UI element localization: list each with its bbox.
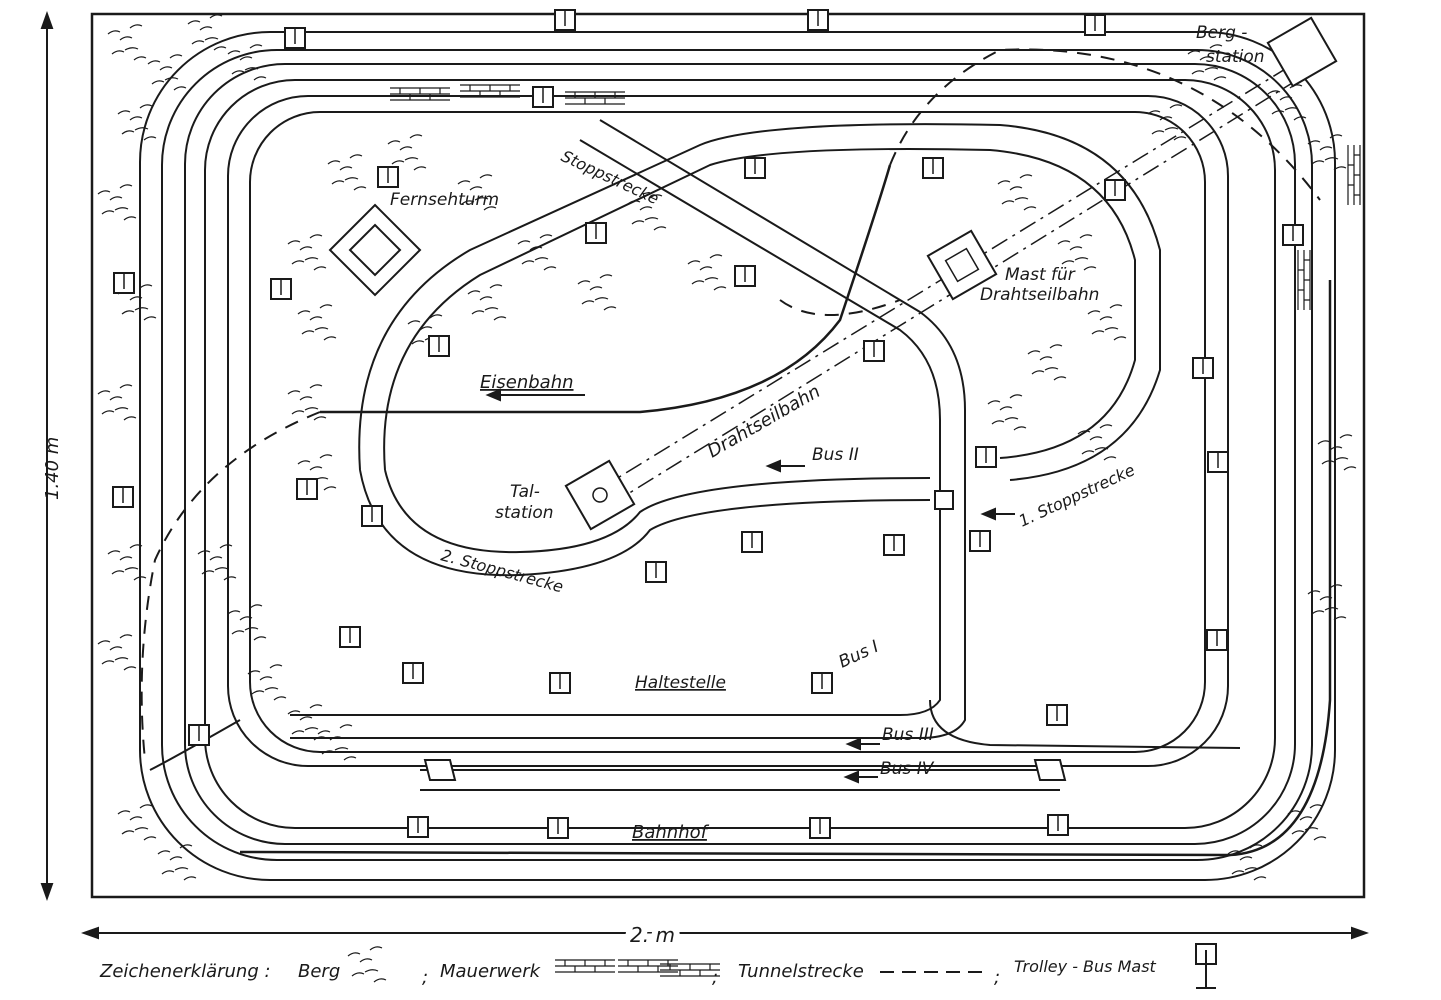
label-berg-station-1: Berg - (1196, 23, 1247, 43)
label-width: 2. m (630, 923, 675, 947)
label-stoppstrecke-top: Stoppstrecke (558, 146, 662, 208)
tunnel-segments (140, 48, 1321, 761)
legend-sep-2: ; (712, 967, 718, 988)
legend-sep-1: ; (422, 967, 428, 988)
label-haltestelle: Haltestelle (635, 673, 726, 693)
direction-arrows (485, 388, 1015, 784)
track-layout (139, 31, 1336, 881)
legend-mast-icon (1195, 943, 1217, 989)
legend-mauerwerk: Mauerwerk (440, 961, 542, 982)
label-mast-1: Mast für (1005, 265, 1076, 285)
label-bus-1: Bus I (836, 637, 882, 673)
label-height: 1.40 m (42, 437, 63, 500)
masonry (389, 84, 1361, 311)
legend-mast: Trolley - Bus Mast (1014, 957, 1157, 976)
label-bus-2: Bus II (812, 445, 859, 465)
label-berg-station-2: station (1206, 47, 1265, 67)
legend-tunnel: Tunnelstrecke (738, 961, 864, 982)
label-stopp-1: 1. Stoppstrecke (1016, 460, 1138, 530)
label-drahtseilbahn: Drahtseilbahn (704, 381, 824, 462)
label-bahnhof: Bahnhof (632, 822, 710, 843)
dimension-lines (40, 11, 1369, 940)
label-bus-3: Bus III (882, 725, 934, 745)
label-tal-1: Tal- (510, 482, 540, 502)
label-bus-4: Bus IV (880, 759, 935, 779)
label-fernsehturm: Fernsehturm (390, 190, 499, 210)
label-tal-2: station (495, 503, 554, 523)
railway-line (239, 164, 1332, 857)
tv-tower (328, 203, 422, 297)
crossings (423, 490, 1067, 781)
label-eisenbahn: Eisenbahn (480, 372, 574, 393)
cable-car (564, 16, 1338, 531)
legend-prefix: Zeichenerklärung : (99, 961, 271, 982)
legend-sep-3: ; (994, 967, 1000, 988)
legend-berg: Berg (298, 961, 340, 982)
label-mast-2: Drahtseilbahn (980, 285, 1099, 305)
legend: Zeichenerklärung : Berg ; Mauerwerk ; Tu… (99, 943, 1217, 989)
board-frame (90, 12, 1366, 899)
